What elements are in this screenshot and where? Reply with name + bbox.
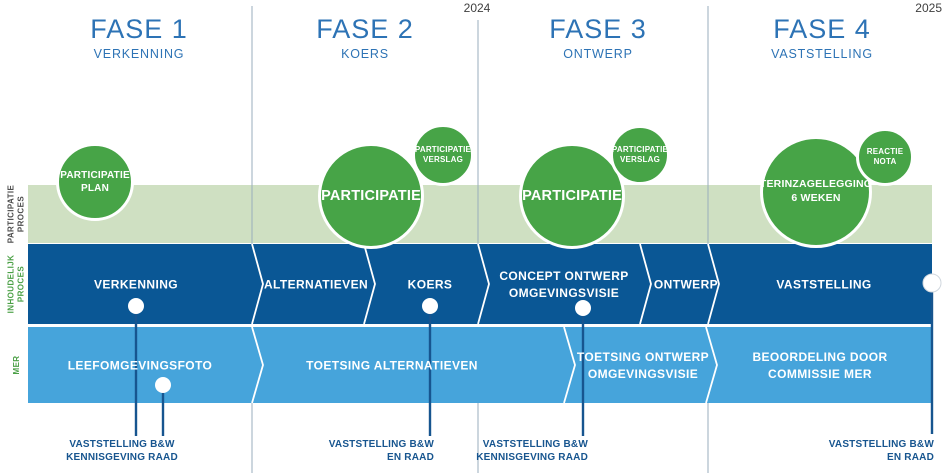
- participation-circle-participatie-koers: PARTICIPATIE: [318, 143, 424, 249]
- process-step-ontwerp: ONTWERP: [654, 277, 718, 294]
- mer-step-toetsing-ontwerp-omgevingsvisie: TOETSING ONTWERP OMGEVINGSVISIE: [577, 349, 709, 383]
- year-label-2024: 2024: [463, 1, 491, 15]
- process-step-label: VASTSTELLING: [776, 277, 872, 292]
- participation-circle-participatie-plan: PARTICIPATIE PLAN: [56, 143, 134, 221]
- milestone-label-line: KENNISGEVING RAAD: [476, 452, 588, 463]
- process-arrow-separator: [477, 243, 490, 325]
- participation-circle-label: PARTICIPATIE: [611, 144, 669, 154]
- participation-circle-label: 6 WEKEN: [791, 192, 841, 204]
- year-label-2025: 2025: [915, 1, 942, 15]
- inhoudelijk-proces-band: [28, 244, 932, 324]
- milestone-dot: [575, 300, 591, 316]
- process-step-label: ONTWERP: [653, 277, 719, 292]
- process-step-verkenning: VERKENNING: [94, 277, 178, 294]
- process-step-alternatieven: ALTERNATIEVEN: [264, 277, 368, 294]
- milestone-label-vaststelling-bw-kennisgeving-raad-2: VASTSTELLING B&W KENNISGEVING RAAD: [476, 438, 588, 464]
- mer-step-label: TOETSING ONTWERP: [576, 350, 710, 365]
- milestone-label-vaststelling-bw-en-raad-2: VASTSTELLING B&W EN RAAD: [829, 438, 934, 464]
- mer-step-beoordeling-commissie-mer: BEOORDELING DOOR COMMISSIE MER: [752, 349, 887, 383]
- process-step-koers: KOERS: [408, 277, 453, 294]
- phase-subtitle: KOERS: [341, 47, 389, 61]
- process-arrow-separator: [363, 243, 376, 325]
- phase-title: FASE 1: [90, 14, 188, 44]
- process-arrow-separator: [639, 243, 652, 325]
- phase-header-fase-3: FASE 3 ONTWERP: [549, 14, 647, 61]
- participation-circle-label: VERSLAG: [619, 155, 661, 164]
- mer-arrow-separator: [563, 326, 576, 404]
- phase-header-fase-4: FASE 4 VASTSTELLING: [771, 14, 873, 61]
- process-step-label: CONCEPT ONTWERP: [499, 269, 629, 284]
- participation-circle-participatie-ontwerp: PARTICIPATIE: [519, 143, 625, 249]
- participation-circle-label: PARTICIPATIE: [60, 170, 130, 181]
- phase-header-fase-2: FASE 2 KOERS: [316, 14, 414, 61]
- participation-circle-label: PARTICIPATIE: [414, 144, 472, 154]
- milestone-label-line: KENNISGEVING RAAD: [66, 452, 178, 463]
- participation-circle-label: REACTIE: [866, 146, 904, 156]
- process-step-concept-ontwerp-omgevingsvisie: CONCEPT ONTWERP OMGEVINGSVISIE: [499, 268, 628, 302]
- milestone-label-vaststelling-bw-en-raad-1: VASTSTELLING B&W EN RAAD: [329, 438, 434, 464]
- process-arrow-separator: [251, 243, 264, 325]
- phase-title: FASE 2: [316, 14, 414, 44]
- process-step-label: OMGEVINGSVISIE: [508, 286, 620, 300]
- mer-step-toetsing-alternatieven: TOETSING ALTERNATIEVEN: [306, 358, 478, 375]
- mer-arrow-separator: [251, 326, 264, 404]
- mer-step-label: TOETSING ALTERNATIEVEN: [306, 358, 478, 373]
- milestone-label-line: VASTSTELLING B&W: [328, 439, 434, 450]
- participation-circle-label: TERINZAGELEGGING: [759, 178, 873, 191]
- participation-circle-label: VERSLAG: [422, 155, 464, 164]
- mer-step-leefomgevingsfoto: LEEFOMGEVINGSFOTO: [68, 358, 213, 375]
- mer-band: [28, 327, 932, 403]
- milestone-label-line: VASTSTELLING B&W: [482, 439, 588, 450]
- milestone-label-line: VASTSTELLING B&W: [828, 439, 934, 450]
- participation-circle-label: PLAN: [80, 183, 110, 194]
- mer-step-label: BEOORDELING DOOR: [752, 350, 888, 365]
- phase-title: FASE 3: [549, 14, 647, 44]
- milestone-label-line: VASTSTELLING B&W: [69, 439, 175, 450]
- mer-arrow-separator: [705, 326, 718, 404]
- milestone-dot: [422, 298, 438, 314]
- participation-circle-label: NOTA: [873, 157, 897, 166]
- participation-circle-label: PARTICIPATIE: [522, 187, 622, 204]
- milestone-label-line: EN RAAD: [887, 452, 934, 463]
- phase-subtitle: VERKENNING: [93, 47, 185, 61]
- milestone-dot: [922, 273, 942, 293]
- phase-subtitle: ONTWERP: [563, 47, 633, 61]
- participation-circle-label: PARTICIPATIE: [321, 187, 421, 204]
- phase-title: FASE 4: [773, 14, 871, 44]
- milestone-label-vaststelling-bw-kennisgeving-raad-1: VASTSTELLING B&W KENNISGEVING RAAD: [66, 438, 178, 464]
- phase-subtitle: VASTSTELLING: [771, 47, 873, 61]
- mer-step-label: COMMISSIE MER: [768, 367, 872, 381]
- milestone-label-line: EN RAAD: [387, 452, 434, 463]
- mer-step-label: LEEFOMGEVINGSFOTO: [67, 358, 213, 373]
- process-step-label: VERKENNING: [93, 277, 179, 292]
- phase-header-fase-1: FASE 1 VERKENNING: [90, 14, 188, 61]
- mer-step-label: OMGEVINGSVISIE: [587, 367, 699, 381]
- milestone-dot: [128, 298, 144, 314]
- process-arrow-separator: [707, 243, 720, 325]
- process-step-label: KOERS: [407, 277, 453, 292]
- process-step-vaststelling: VASTSTELLING: [776, 277, 871, 294]
- milestone-dot: [155, 377, 171, 393]
- process-step-label: ALTERNATIEVEN: [263, 277, 369, 292]
